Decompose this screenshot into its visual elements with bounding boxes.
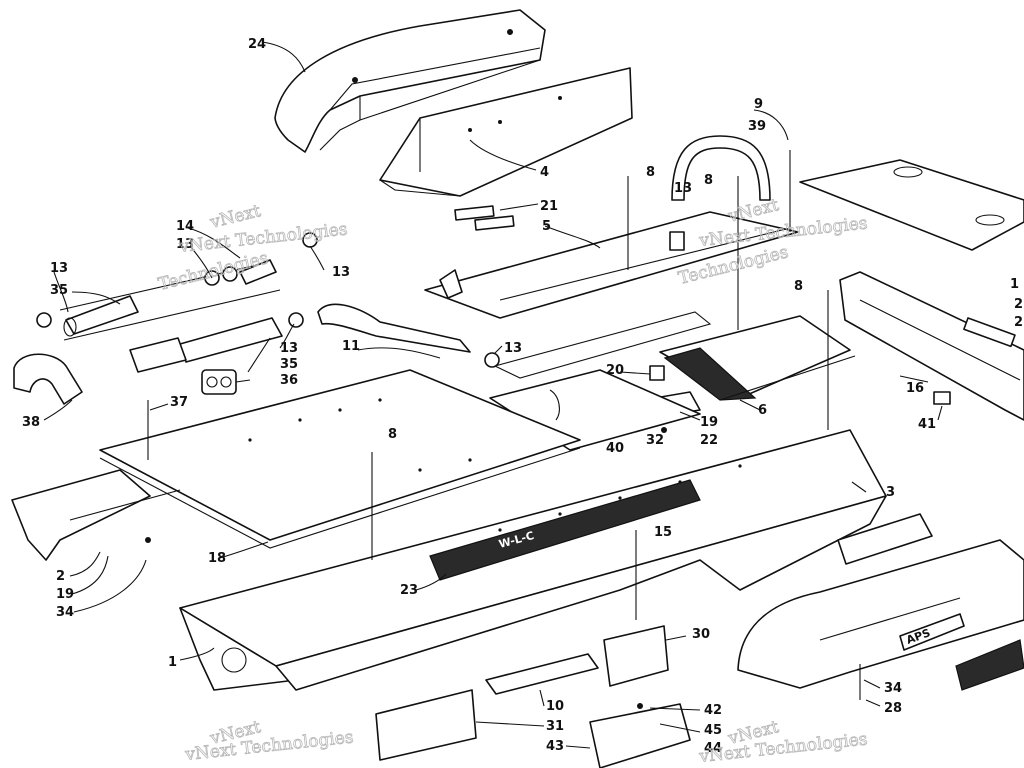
part-10-strip[interactable]	[485, 653, 599, 695]
callout-2y: 2	[1014, 315, 1023, 330]
callout-28: 28	[884, 701, 902, 716]
callout-34b: 34	[884, 681, 902, 696]
callout-18: 18	[208, 551, 226, 566]
callout-3: 3	[886, 485, 895, 500]
callout-31: 31	[546, 719, 564, 734]
callout-labels: 24 4 21 5 9 39 8 13 8 8 14 13 13 35 13 1…	[22, 37, 1023, 756]
callout-40: 40	[606, 441, 624, 456]
callout-20: 20	[606, 363, 624, 378]
callout-32: 32	[646, 433, 664, 448]
part-16-side-rail[interactable]	[839, 271, 1024, 421]
callout-13c: 13	[50, 261, 68, 276]
part-41-clip[interactable]	[933, 391, 951, 405]
callout-21: 21	[540, 199, 558, 214]
callout-4: 4	[540, 165, 549, 180]
part-38-elbow-hose[interactable]	[13, 353, 83, 405]
callout-10: 10	[546, 699, 564, 714]
part-1-tunnel-side[interactable]	[179, 495, 887, 691]
part-rear-plate[interactable]: APS	[899, 613, 1024, 691]
callout-6: 6	[758, 403, 767, 418]
part-23-tunnel-decal[interactable]: W-L-C	[429, 479, 701, 581]
callout-8a: 8	[646, 165, 655, 180]
callout-9: 9	[754, 97, 763, 112]
watermark-10: vNext Technologies	[697, 729, 868, 767]
callout-41: 41	[918, 417, 936, 432]
callout-19a: 19	[700, 415, 718, 430]
part-11-hose[interactable]	[317, 303, 471, 353]
part-13-clamps[interactable]	[36, 232, 500, 368]
watermark-3: Technologies	[156, 248, 270, 295]
callout-8b: 8	[704, 173, 713, 188]
callout-8d: 8	[388, 427, 397, 442]
part-35-hose-upper[interactable]	[63, 295, 139, 337]
callout-37: 37	[170, 395, 188, 410]
callout-23: 23	[400, 583, 418, 598]
part-rear-bumper[interactable]	[737, 539, 1024, 689]
part-18-floor-plate[interactable]	[99, 369, 581, 549]
part-36-grommet[interactable]	[201, 369, 237, 395]
part-14-hose-small[interactable]	[239, 259, 277, 285]
part-31-bracket[interactable]	[375, 689, 477, 761]
callout-43: 43	[546, 739, 564, 754]
part-5-rail[interactable]	[424, 211, 799, 319]
callout-44: 44	[704, 741, 722, 756]
callout-30: 30	[692, 627, 710, 642]
part-lid-panel[interactable]	[799, 159, 1024, 251]
callout-13d: 13	[332, 265, 350, 280]
callout-35b: 35	[280, 357, 298, 372]
callout-11: 11	[342, 339, 360, 354]
part-rear-skid[interactable]	[837, 513, 933, 565]
callout-42: 42	[704, 703, 722, 718]
callout-35a: 35	[50, 283, 68, 298]
part-30-bracket[interactable]	[603, 625, 669, 687]
callout-39: 39	[748, 119, 766, 134]
part-24-hood-cover[interactable]	[274, 9, 546, 153]
callout-5: 5	[542, 219, 551, 234]
part-4-bracket-plate[interactable]	[379, 67, 633, 197]
part-2-left-rail[interactable]	[11, 469, 181, 561]
callout-16: 16	[906, 381, 924, 396]
callout-2: 2	[56, 569, 65, 584]
leader-lines	[43, 41, 943, 749]
callout-14: 14	[176, 219, 194, 234]
callout-1x: 1	[1010, 277, 1019, 292]
part-20-clamp[interactable]	[649, 365, 665, 381]
callout-34a: 34	[56, 605, 74, 620]
callout-19b: 19	[56, 587, 74, 602]
callout-45: 45	[704, 723, 722, 738]
callout-1: 1	[168, 655, 177, 670]
callout-13b: 13	[176, 237, 194, 252]
fasteners	[145, 150, 861, 709]
callout-8c: 8	[794, 279, 803, 294]
callout-13e: 13	[280, 341, 298, 356]
callout-38: 38	[22, 415, 40, 430]
callout-13f: 13	[504, 341, 522, 356]
part-6-battery-tray[interactable]	[659, 315, 856, 401]
callout-13a: 13	[674, 181, 692, 196]
part-44-plate[interactable]	[589, 703, 691, 768]
callout-36: 36	[280, 373, 298, 388]
callout-22: 22	[700, 433, 718, 448]
part-21-tabs[interactable]	[454, 205, 515, 231]
callout-24: 24	[248, 37, 266, 52]
callout-15: 15	[654, 525, 672, 540]
callout-2x: 2	[1014, 297, 1023, 312]
part-9-grab-handle[interactable]	[669, 135, 771, 251]
part-35-hose-lower[interactable]	[179, 317, 283, 363]
